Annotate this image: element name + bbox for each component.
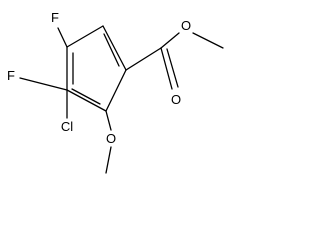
bond-c-f-left (19, 77, 68, 91)
atom-label-f-left: F (7, 68, 15, 83)
bond-ring-carbonyl (125, 47, 162, 71)
benzene-ring (66, 25, 127, 112)
bond-o-ch3-methoxy (105, 146, 112, 174)
bond-c-f-top (57, 27, 68, 48)
ring-bond-c2-c3 (102, 25, 127, 71)
chemical-structure: F F Cl O O O (7, 10, 224, 174)
ring-bond-c4-c5 (66, 89, 107, 112)
bond-c-o-methoxy (105, 110, 112, 131)
atom-label-cl: Cl (61, 119, 73, 134)
ring-bond-c2-c3-inner (103, 33, 120, 67)
ring-bond-c4-c5-inner (71, 88, 101, 105)
atom-label-o-carbonyl: O (171, 92, 181, 107)
bond-c-o-double-b (166, 48, 179, 88)
bond-c-o-ester (160, 32, 180, 49)
atom-label-o-methoxy: O (106, 131, 116, 146)
atom-label-o-ester: O (181, 18, 191, 33)
ring-bond-c3-c4 (105, 69, 127, 112)
ring-bond-c1-c2 (66, 25, 104, 48)
bond-c-o-double-a (160, 47, 173, 90)
bond-o-ch3-ester (192, 32, 224, 49)
atom-label-f-top: F (51, 10, 59, 25)
